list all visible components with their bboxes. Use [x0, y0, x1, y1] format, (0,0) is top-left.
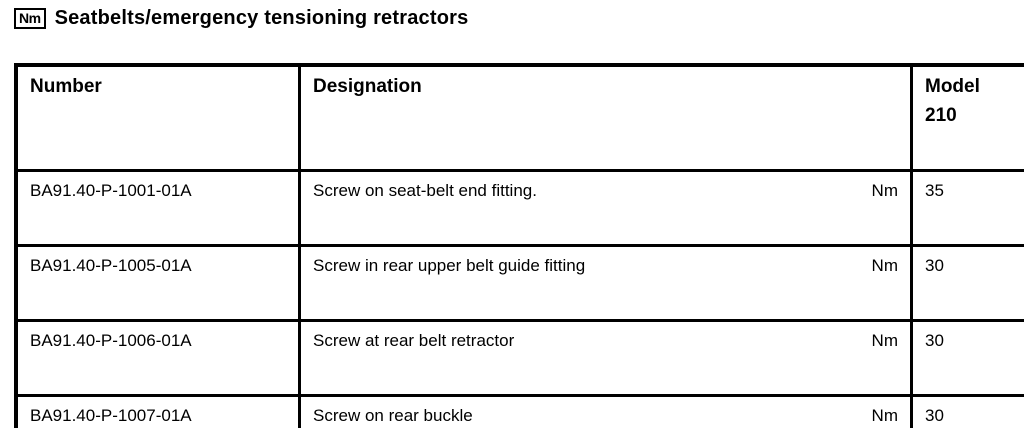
torque-nm-icon: Nm: [14, 8, 46, 29]
page-title: Seatbelts/emergency tensioning retractor…: [54, 7, 469, 29]
column-header-model-line1: Model: [925, 76, 980, 97]
cell-number: BA91.40-P-1001-01A: [14, 169, 301, 247]
table-header-row: Number Designation Model 210: [14, 63, 1024, 172]
cell-designation: Screw at rear belt retractor Nm: [298, 319, 913, 397]
unit-label: Nm: [871, 406, 898, 425]
column-header-model-line2: 210: [925, 104, 957, 126]
table-row: BA91.40-P-1007-01A Screw on rear buckle …: [14, 394, 1024, 428]
cell-number: BA91.40-P-1005-01A: [14, 244, 301, 322]
cell-model-value: 30: [910, 244, 1024, 322]
cell-number: BA91.40-P-1006-01A: [14, 319, 301, 397]
column-header-designation: Designation: [298, 63, 913, 172]
unit-label: Nm: [871, 181, 898, 200]
unit-label: Nm: [871, 331, 898, 350]
cell-designation: Screw on rear buckle Nm: [298, 394, 913, 428]
torque-spec-table: Number Designation Model 210 BA91.40-P-1…: [14, 63, 1024, 428]
cell-designation: Screw on seat-belt end fitting. Nm: [298, 169, 913, 247]
column-header-number: Number: [14, 63, 301, 172]
designation-text: Screw at rear belt retractor: [313, 331, 515, 350]
designation-text: Screw in rear upper belt guide fitting: [313, 256, 586, 275]
table-row: BA91.40-P-1001-01A Screw on seat-belt en…: [14, 169, 1024, 247]
designation-text: Screw on seat-belt end fitting.: [313, 181, 537, 200]
table-row: BA91.40-P-1005-01A Screw in rear upper b…: [14, 244, 1024, 322]
section-header: Nm Seatbelts/emergency tensioning retrac…: [14, 7, 468, 30]
cell-designation: Screw in rear upper belt guide fitting N…: [298, 244, 913, 322]
unit-label: Nm: [871, 256, 898, 275]
table-row: BA91.40-P-1006-01A Screw at rear belt re…: [14, 319, 1024, 397]
cell-model-value: 30: [910, 319, 1024, 397]
cell-model-value: 30: [910, 394, 1024, 428]
designation-text: Screw on rear buckle: [313, 406, 473, 425]
cell-number: BA91.40-P-1007-01A: [14, 394, 301, 428]
column-header-model: Model 210: [910, 63, 1024, 172]
cell-model-value: 35: [910, 169, 1024, 247]
